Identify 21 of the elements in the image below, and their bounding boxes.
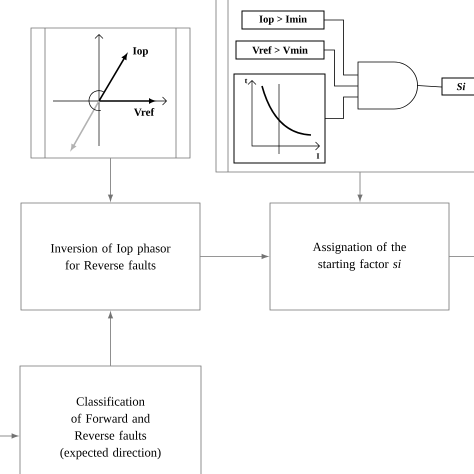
process-box: Assignation of the starting factor si — [270, 202, 450, 310]
connector — [108, 158, 113, 202]
connector — [324, 50, 358, 86]
logic-panel — [216, 0, 474, 172]
process-box: Inversion of Iop phasor for Reverse faults — [20, 202, 200, 310]
output-box: Si — [442, 78, 474, 96]
connector — [325, 96, 358, 119]
connector — [449, 256, 474, 257]
condition-box: Vref > Vmin — [236, 40, 324, 60]
connector — [416, 85, 442, 88]
process-box: Classification of Forward and Reverse faults (expected direction) — [20, 366, 202, 474]
connector — [200, 254, 268, 259]
connector — [324, 20, 358, 76]
phasor-label: Vref — [134, 108, 154, 116]
connector — [0, 434, 18, 438]
connector — [108, 312, 113, 366]
time-current-chart: t I — [234, 74, 326, 164]
connector — [358, 172, 362, 202]
condition-box: Iop > Imin — [242, 10, 324, 30]
phasor-label: Iop — [132, 47, 148, 57]
and-gate — [358, 62, 418, 110]
